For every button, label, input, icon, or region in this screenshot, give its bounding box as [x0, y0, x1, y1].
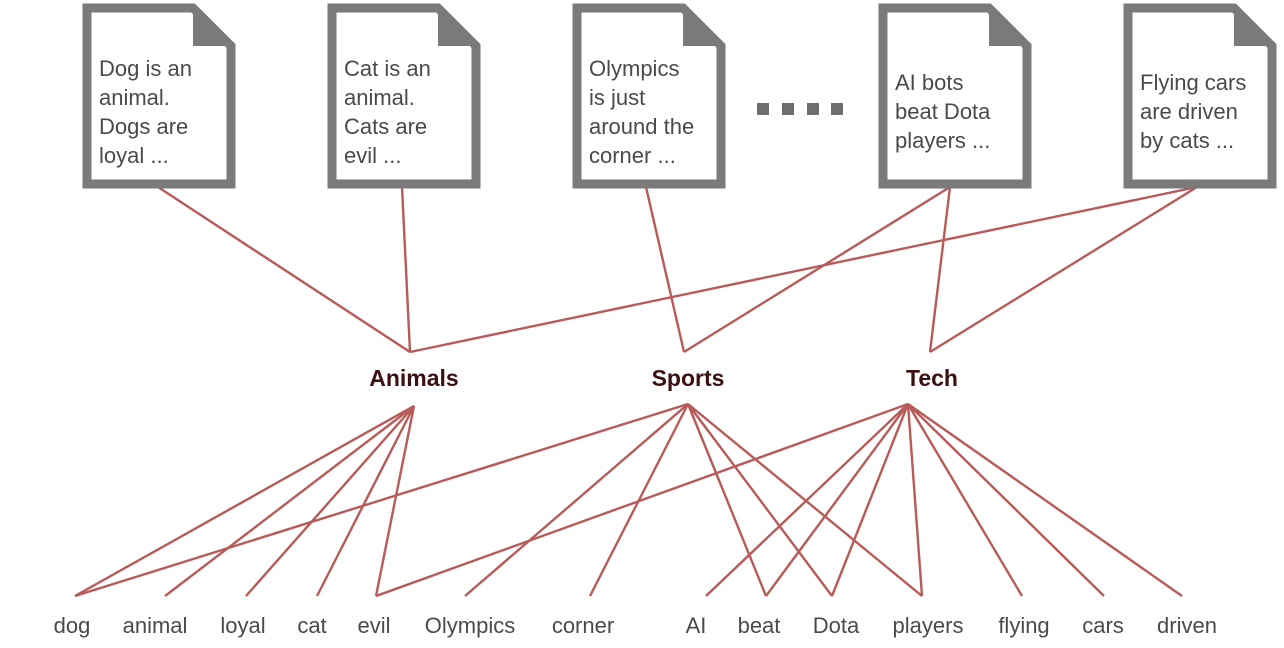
document-text-line: beat Dota — [895, 99, 991, 124]
edge-sports-olympics — [464, 403, 689, 597]
document-text-line: are driven — [1140, 99, 1238, 124]
edge-tech-ai — [705, 403, 909, 597]
document-text-line: Olympics — [589, 56, 679, 81]
document-text-line: Dog is an — [99, 56, 192, 81]
word-label-flying: flying — [998, 613, 1049, 638]
document-text-line: players ... — [895, 128, 990, 153]
edges-layer — [74, 185, 1198, 598]
document-text-line: Flying cars — [1140, 70, 1246, 95]
document-fold-corner — [193, 4, 235, 46]
edge-sports-players — [687, 403, 923, 597]
document-fold-corner — [989, 4, 1031, 46]
word-label-evil: evil — [357, 613, 390, 638]
document-text-line: animal. — [99, 85, 170, 110]
document-text-line: evil ... — [344, 143, 401, 168]
document-icon-doc5: Flying cars are driven by cats ... — [1123, 3, 1277, 189]
document-text-line: around the — [589, 114, 694, 139]
document-text-line: corner ... — [589, 143, 676, 168]
topic-label-animals: Animals — [369, 365, 458, 391]
document-fold-corner — [1234, 4, 1276, 46]
edge-sports-dog — [74, 402, 689, 598]
edge-tech-flying — [906, 403, 1024, 597]
word-label-dota: Dota — [813, 613, 860, 638]
ellipsis-dot — [782, 103, 794, 115]
edge-doc2-animals — [400, 186, 412, 353]
topic-label-sports: Sports — [652, 365, 725, 391]
edge-doc4-sports — [683, 185, 951, 354]
document-icon-doc4: AI bots beat Dota players ... — [878, 3, 1032, 189]
document-text-line: is just — [589, 85, 645, 110]
ellipsis-dot — [757, 103, 769, 115]
edge-animals-cat — [315, 405, 416, 597]
document-text-line: Dogs are — [99, 114, 188, 139]
document-icon-doc2: Cat is an animal. Cats are evil ... — [327, 3, 481, 189]
topics-layer: Animals Sports Tech — [369, 365, 958, 391]
documents-layer: Dog is an animal. Dogs are loyal ... Cat is … — [82, 3, 1277, 189]
word-label-cars: cars — [1082, 613, 1124, 638]
word-label-ai: AI — [686, 613, 707, 638]
ellipsis-dot — [807, 103, 819, 115]
edge-doc1-animals — [157, 185, 411, 354]
document-text-line: AI bots — [895, 70, 963, 95]
word-label-driven: driven — [1157, 613, 1217, 638]
edge-tech-players — [906, 403, 924, 597]
document-page — [572, 3, 726, 189]
document-text-line: Cats are — [344, 114, 427, 139]
document-fold-corner — [438, 4, 480, 46]
edge-animals-evil — [374, 405, 416, 597]
word-label-loyal: loyal — [220, 613, 265, 638]
edge-tech-driven — [907, 403, 1183, 597]
document-text-line: loyal ... — [99, 143, 169, 168]
edge-sports-beat — [686, 403, 768, 597]
ellipsis-dot — [831, 103, 843, 115]
word-label-beat: beat — [738, 613, 781, 638]
words-layer: dog animal loyal cat evil Olympics corner AI bea… — [54, 613, 1217, 638]
document-icon-doc1: Dog is an animal. Dogs are loyal ... — [82, 3, 236, 189]
document-page — [327, 3, 481, 189]
document-text-line: by cats ... — [1140, 128, 1234, 153]
edge-animals-animal — [164, 405, 415, 597]
word-label-cat: cat — [297, 613, 326, 638]
word-label-corner: corner — [552, 613, 614, 638]
edge-tech-dota — [830, 403, 910, 597]
document-page — [878, 3, 1032, 189]
more-documents-ellipsis — [757, 103, 843, 115]
edge-doc5-animals — [409, 185, 1198, 354]
edge-sports-dota — [687, 403, 833, 597]
document-text-line: Cat is an — [344, 56, 431, 81]
edge-tech-cars — [907, 403, 1105, 597]
edge-doc5-tech — [929, 185, 1198, 354]
word-label-animal: animal — [123, 613, 188, 638]
edge-doc3-sports — [644, 186, 686, 353]
document-icon-doc3: Olympics is just around the corner ... — [572, 3, 726, 189]
document-page — [1123, 3, 1277, 189]
word-label-players: players — [893, 613, 964, 638]
edge-tech-beat — [765, 403, 909, 597]
topic-label-tech: Tech — [906, 365, 958, 391]
word-label-olympics: Olympics — [425, 613, 515, 638]
edge-tech-evil — [375, 402, 909, 598]
document-text-line: animal. — [344, 85, 415, 110]
document-fold-corner — [683, 4, 725, 46]
word-label-dog: dog — [54, 613, 91, 638]
edge-animals-loyal — [245, 405, 415, 597]
document-page — [82, 3, 236, 189]
edge-animals-dog — [74, 404, 415, 598]
edge-doc4-tech — [928, 186, 952, 353]
